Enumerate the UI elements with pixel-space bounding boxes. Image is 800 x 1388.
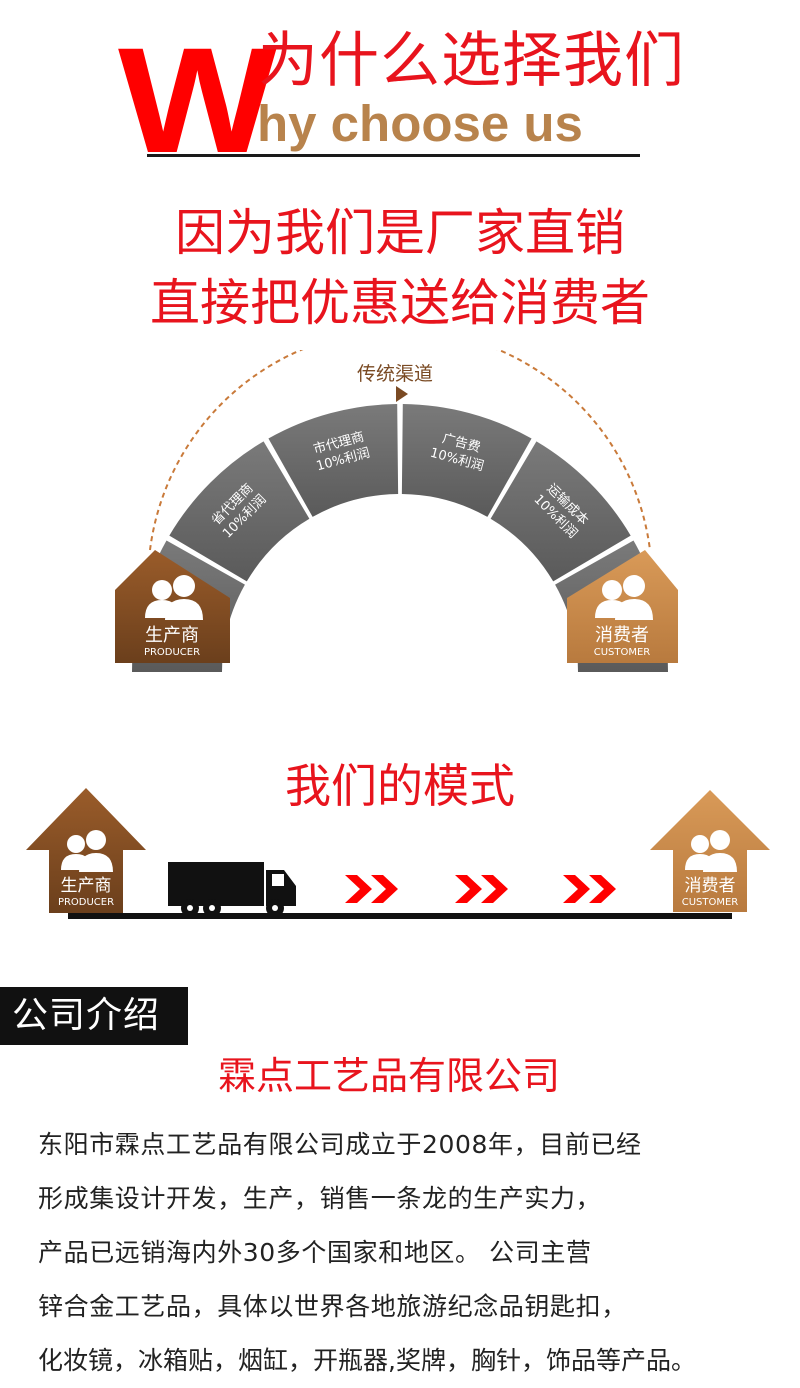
model-customer-badge: 消费者 CUSTOMER	[650, 790, 770, 912]
truck-icon	[168, 862, 296, 917]
person-pair-icon	[595, 575, 653, 620]
channel-dashed-arc	[149, 350, 651, 551]
header-letter-w: W	[118, 16, 277, 184]
company-name: 霖点工艺品有限公司	[217, 1054, 560, 1098]
channel-segment	[268, 404, 399, 517]
double-chevron-right-icon	[345, 875, 398, 903]
section-label-company: 公司介绍	[0, 987, 188, 1045]
channel-segment	[401, 404, 532, 517]
intro-line: 东阳市霖点工艺品有限公司成立于2008年，目前已经	[38, 1130, 642, 1159]
slogan-line-2: 直接把优惠送给消费者	[150, 274, 650, 332]
road-line	[68, 913, 732, 919]
page-title-en: hy choose us	[257, 95, 583, 152]
customer-badge: 消费者 CUSTOMER	[567, 550, 678, 663]
model-producer-badge: 生产商 PRODUCER	[26, 788, 146, 913]
intro-line: 化妆镜，冰箱贴，烟缸，开瓶器,奖牌，胸针，饰品等产品。	[38, 1346, 696, 1375]
slogan-line-1: 因为我们是厂家直销	[175, 204, 625, 262]
intro-line: 产品已远销海内外30多个国家和地区。 公司主营	[38, 1238, 592, 1267]
intro-line: 锌合金工艺品，具体以世界各地旅游纪念品钥匙扣，	[38, 1292, 627, 1321]
model-producer-label-en: PRODUCER	[58, 897, 114, 908]
traditional-channel-diagram: 传统渠道 总批发商10%利润省代理商10%利润市代理商10%利润广告费10%利润…	[115, 350, 678, 672]
channel-label: 传统渠道	[357, 363, 433, 385]
intro-line: 形成集设计开发，生产，销售一条龙的生产实力，	[38, 1184, 602, 1213]
person-pair-icon	[145, 575, 203, 620]
customer-label-cn: 消费者	[595, 625, 649, 646]
double-chevron-right-icon	[455, 875, 508, 903]
producer-label-cn: 生产商	[145, 625, 199, 646]
company-intro: 东阳市霖点工艺品有限公司成立于2008年，目前已经 形成集设计开发，生产，销售一…	[38, 1118, 798, 1388]
double-chevron-right-icon	[563, 875, 616, 903]
page-title-cn: 为什么选择我们	[258, 26, 685, 96]
channel-segment	[490, 441, 631, 582]
arrow-right-icon	[396, 386, 408, 402]
title-divider	[147, 154, 640, 157]
person-pair-icon	[685, 830, 737, 872]
person-pair-icon	[61, 830, 113, 872]
model-producer-label-cn: 生产商	[61, 876, 112, 896]
our-model-title: 我们的模式	[285, 759, 515, 813]
model-customer-label-cn: 消费者	[685, 876, 736, 896]
customer-label-en: CUSTOMER	[594, 647, 651, 658]
channel-segment	[169, 441, 310, 582]
producer-label-en: PRODUCER	[144, 647, 200, 658]
producer-badge: 生产商 PRODUCER	[115, 550, 230, 663]
model-customer-label-en: CUSTOMER	[682, 897, 739, 908]
our-model-diagram: 生产商 PRODUCER	[26, 788, 770, 917]
